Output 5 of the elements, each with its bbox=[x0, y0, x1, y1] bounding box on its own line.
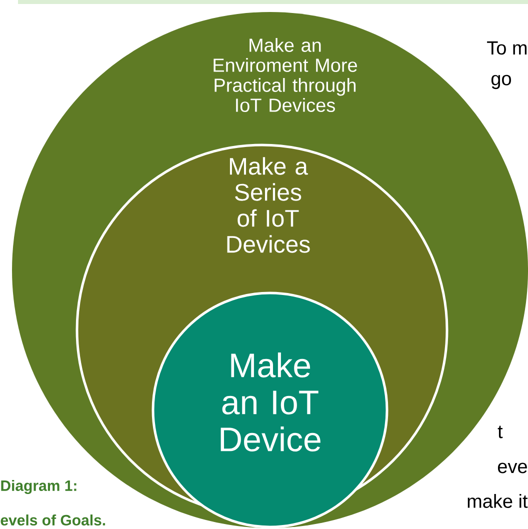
note-text: make it bbox=[468, 494, 528, 508]
note-text: go bbox=[491, 74, 511, 90]
note-text: eve bbox=[498, 462, 527, 474]
note-text: To m bbox=[487, 41, 527, 55]
note-text: t bbox=[498, 426, 503, 438]
